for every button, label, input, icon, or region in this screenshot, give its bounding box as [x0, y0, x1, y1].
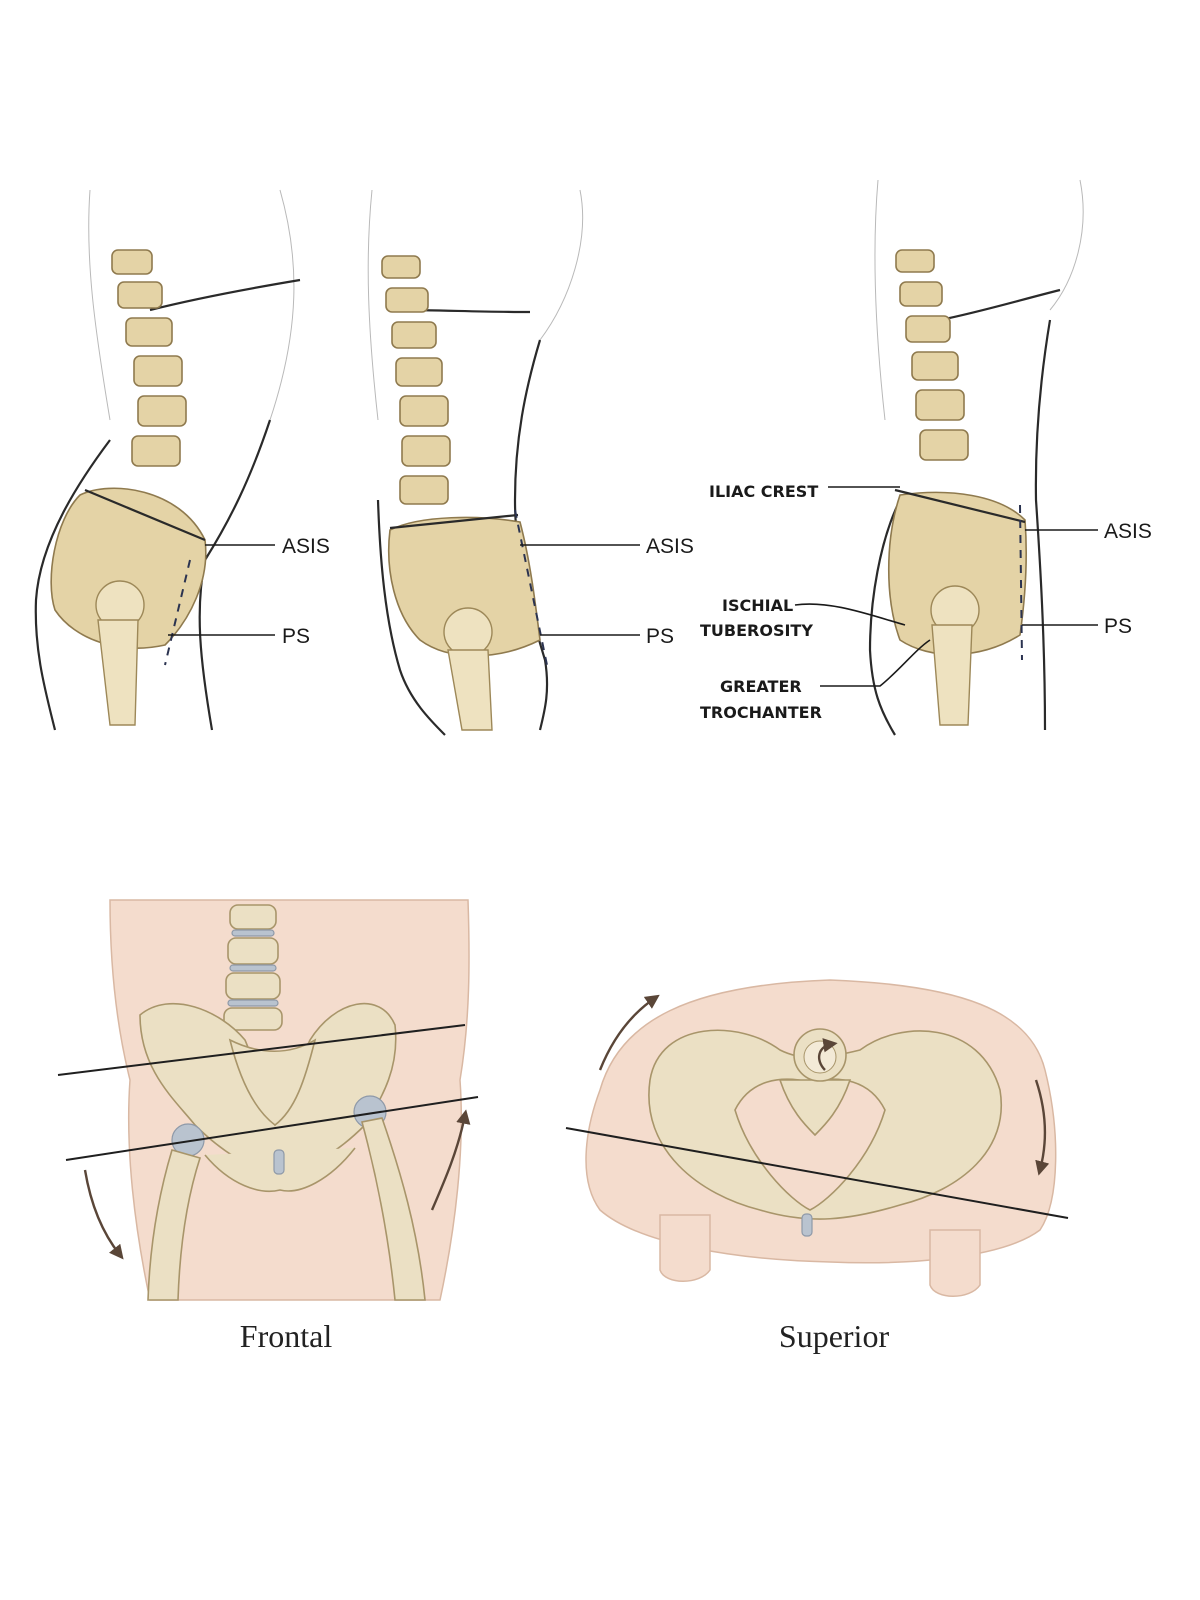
asis-label: ASIS [1104, 520, 1152, 543]
femur [97, 619, 139, 726]
front-body-outline [198, 419, 272, 731]
front-body-outline [1034, 319, 1052, 731]
frontal-view: Frontal [57, 899, 479, 1354]
lumbar-spine [895, 249, 969, 461]
iliac-crest-label: ILIAC CREST [709, 482, 818, 501]
left-femur [147, 1149, 202, 1301]
greater-trochanter-label-line2: TROCHANTER [700, 703, 822, 722]
lumbar-spine [381, 255, 451, 505]
ps-label: PS [646, 625, 674, 648]
superior-pubic-symphysis [801, 1213, 813, 1237]
pubic-symphysis [273, 1149, 285, 1175]
femur [931, 624, 973, 726]
superior-view: Superior [565, 979, 1069, 1354]
ps-label: PS [1104, 615, 1132, 638]
back-body-outline [34, 439, 111, 731]
pelvis [50, 487, 207, 649]
femur [447, 649, 493, 731]
side-view-panel-3: ILIAC CREST ASIS ISCHIAL TUBEROSITY PS G… [700, 179, 1152, 736]
ischial-tuberosity-label-line2: TUBEROSITY [700, 621, 813, 640]
superior-sacrum [778, 1079, 852, 1137]
asis-label: ASIS [646, 535, 694, 558]
back-body-outline [868, 499, 901, 736]
greater-trochanter-label-line1: GREATER [720, 677, 802, 696]
back-body-outline [376, 499, 446, 736]
frontal-caption: Frontal [240, 1318, 333, 1354]
femoral-head [443, 607, 493, 657]
sacrum [228, 1038, 317, 1127]
right-foot [929, 1229, 981, 1297]
lumbar-spine [111, 249, 187, 467]
asis-label: ASIS [282, 535, 330, 558]
ischial-tuberosity-label-line1: ISCHIAL [722, 596, 793, 615]
superior-caption: Superior [779, 1318, 890, 1354]
side-view-panel-2: ASIS PS [367, 189, 694, 736]
pelvis [387, 516, 541, 657]
left-foot [659, 1214, 711, 1282]
right-femur [361, 1117, 426, 1301]
side-view-panel-1: ASIS PS [34, 189, 330, 731]
ps-label: PS [282, 625, 310, 648]
pelvis [888, 491, 1027, 656]
frontal-spine [223, 904, 283, 1031]
